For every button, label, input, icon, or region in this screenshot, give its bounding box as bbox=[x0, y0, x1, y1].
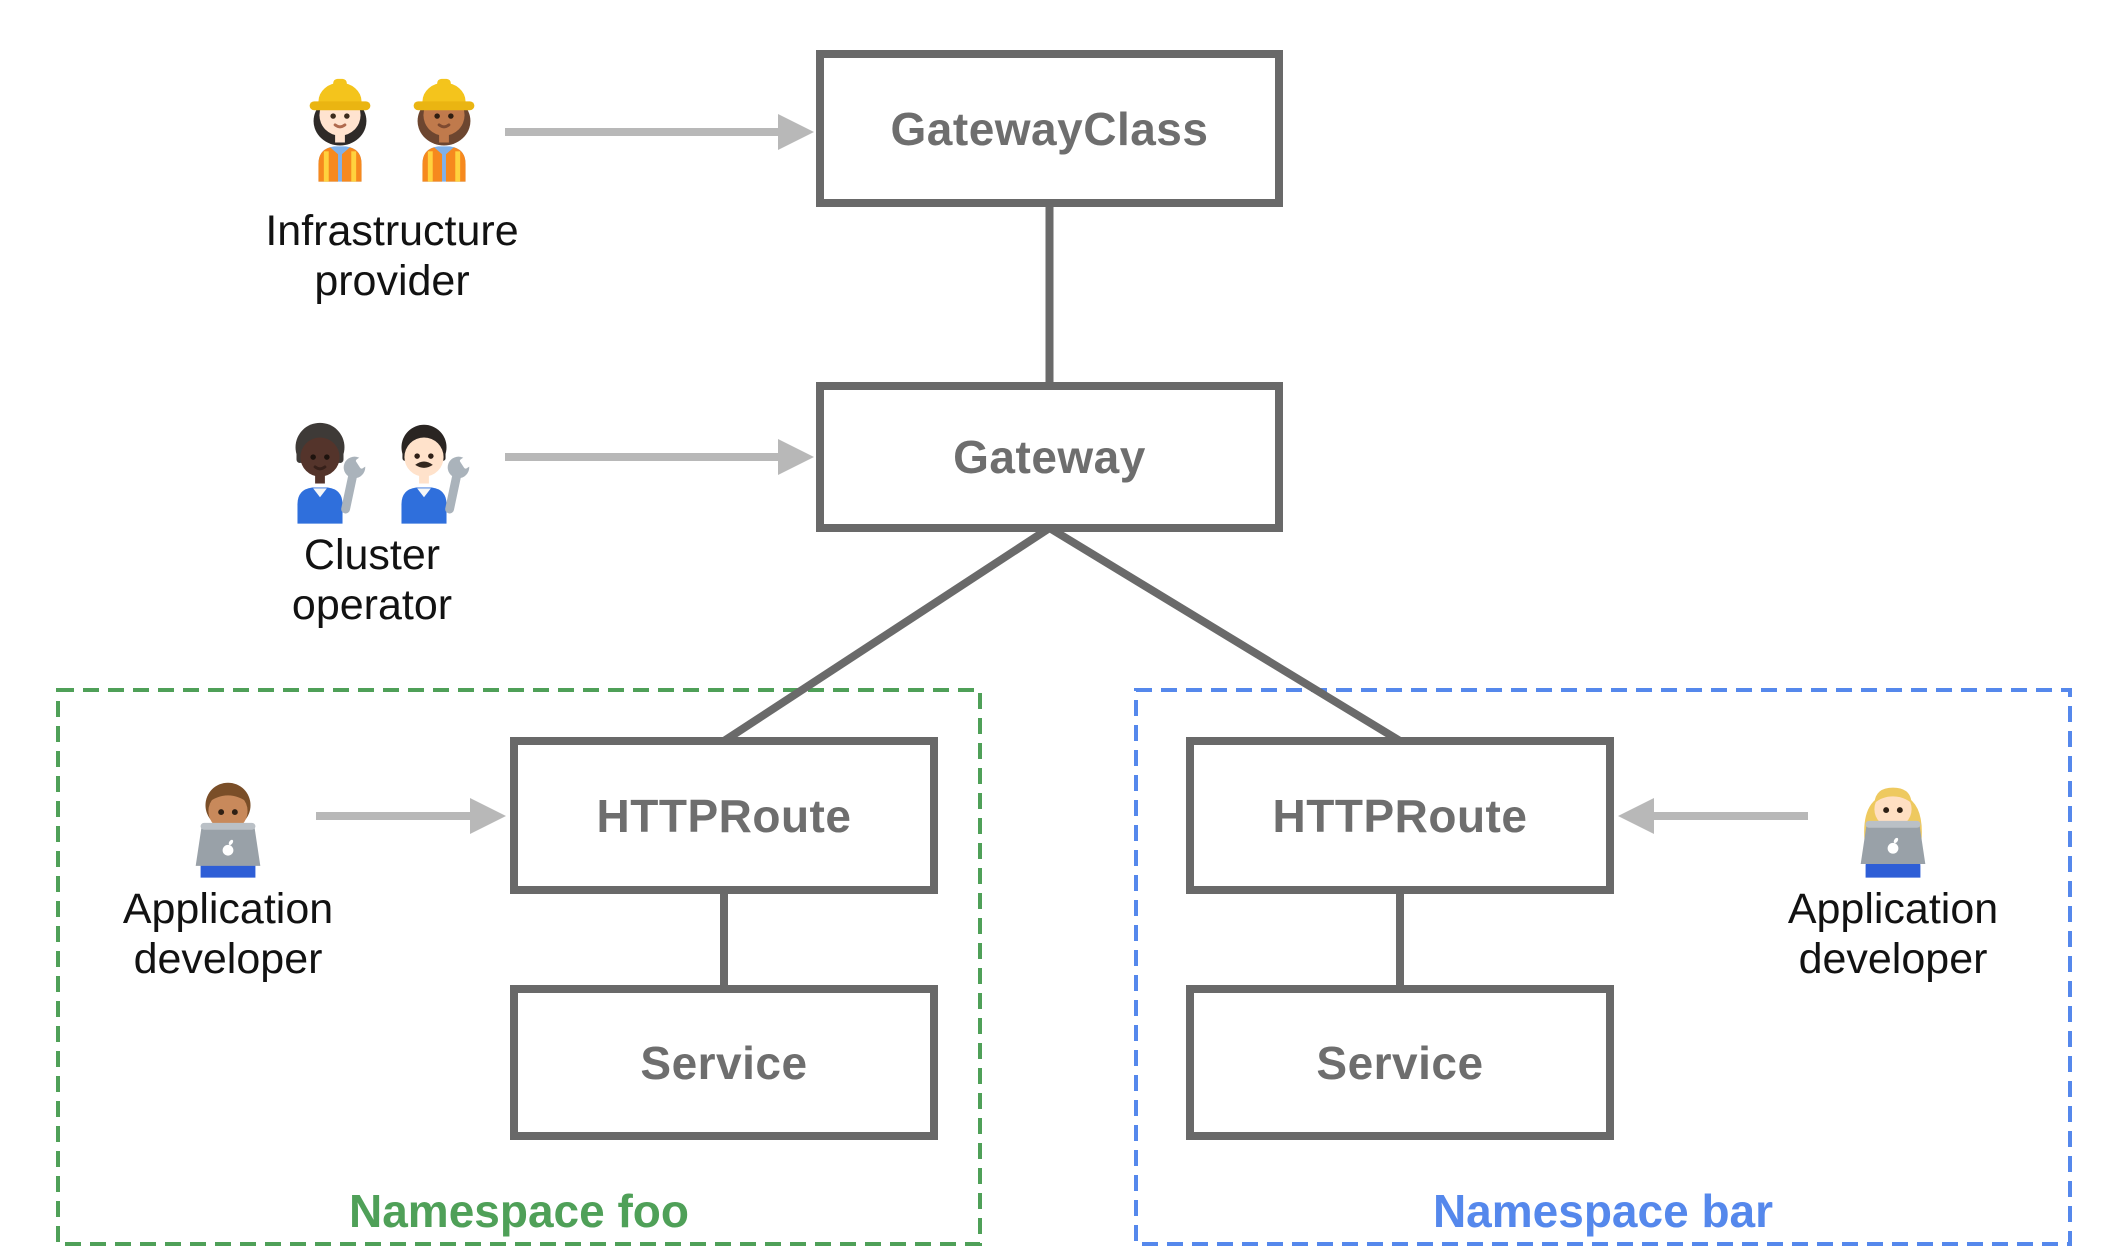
infrastructure-provider-icons bbox=[182, 54, 602, 184]
man-mechanic-light-icon bbox=[401, 424, 471, 524]
cluster-operator-label: Cluster operator bbox=[291, 531, 453, 629]
gateway-label: Gateway bbox=[953, 431, 1146, 483]
application-developer-foo-icon bbox=[18, 750, 438, 880]
woman-technologist-icon bbox=[1860, 787, 1926, 878]
service-foo-label: Service bbox=[640, 1036, 808, 1089]
man-technologist-icon bbox=[195, 782, 261, 878]
namespace-bar-label: Namespace bar bbox=[1432, 1185, 1774, 1237]
httproute-bar-label: HTTPRoute bbox=[1272, 789, 1528, 842]
service-bar-label: Service bbox=[1316, 1036, 1484, 1089]
application-developer-bar-label: Application developer bbox=[1787, 885, 1999, 983]
edge-gateway-httproute-foo bbox=[721, 524, 1052, 745]
gatewayclass-label: GatewayClass bbox=[890, 102, 1209, 155]
gatewayclass-node: GatewayClass bbox=[816, 50, 1283, 207]
woman-construction-worker-light-icon bbox=[309, 78, 371, 182]
application-developer-foo-label: Application developer bbox=[122, 885, 334, 983]
service-bar-node: Service bbox=[1186, 985, 1614, 1140]
cluster-operator-icons bbox=[162, 396, 582, 526]
service-foo-node: Service bbox=[510, 985, 938, 1140]
application-developer-bar-icon bbox=[1683, 750, 2103, 880]
edge-gateway-httproute-bar bbox=[1047, 524, 1403, 745]
mechanic-dark-skin-icon bbox=[295, 422, 367, 524]
httproute-foo-node: HTTPRoute bbox=[510, 737, 938, 894]
httproute-foo-label: HTTPRoute bbox=[596, 789, 852, 842]
woman-construction-worker-medium-icon bbox=[413, 78, 475, 182]
infrastructure-provider-label: Infrastructure provider bbox=[265, 207, 519, 305]
httproute-bar-node: HTTPRoute bbox=[1186, 737, 1614, 894]
gateway-node: Gateway bbox=[816, 382, 1283, 532]
namespace-foo-label: Namespace foo bbox=[348, 1185, 689, 1237]
